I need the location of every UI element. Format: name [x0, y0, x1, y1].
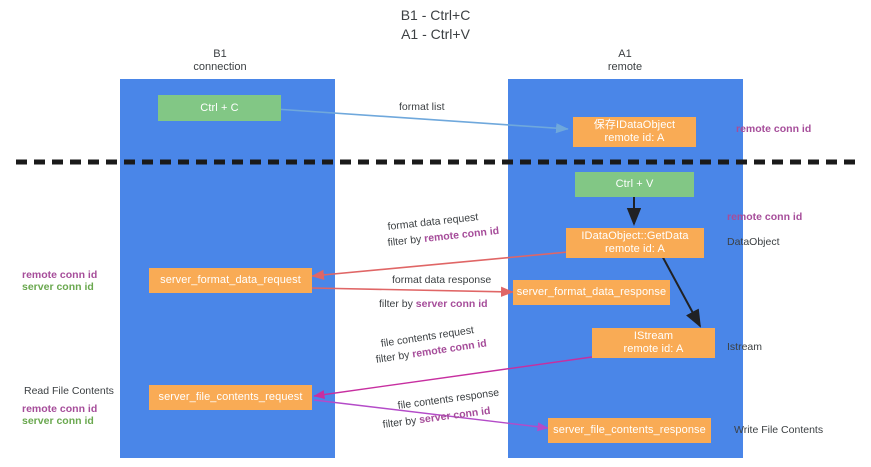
column-header-b1-sub: connection	[193, 61, 247, 73]
node-idataobject-getdata-line-1: IDataObject::GetData	[581, 230, 689, 242]
filter-prefix: filter by	[387, 233, 425, 249]
filter-key-server-conn-id: server conn id	[415, 298, 488, 310]
annotation-remote-conn-id-mid: remote conn id	[727, 211, 803, 223]
node-idataobject-getdata-line-2: remote id: A	[605, 243, 665, 255]
filter-prefix: filter by	[379, 298, 416, 310]
edge-label-format-data-response: format data response	[392, 274, 492, 286]
node-server-format-data-response-label: server_format_data_response	[516, 286, 667, 298]
node-istream-line-2: remote id: A	[623, 343, 684, 355]
node-server-file-contents-response-label: server_file_contents_response	[553, 424, 706, 436]
node-ctrl-v[interactable]: Ctrl + V	[575, 172, 694, 197]
node-server-file-contents-response[interactable]: server_file_contents_response	[548, 418, 711, 443]
edge-label-format-data-response-filter: filter by server conn id	[379, 298, 488, 311]
annotation-istream: Istream	[727, 341, 763, 353]
annotation-dataobject: DataObject	[727, 236, 780, 248]
annotation-remote-conn-id-top: remote conn id	[736, 123, 812, 135]
node-idataobject-getdata[interactable]: IDataObject::GetData remote id: A	[566, 228, 704, 258]
annotation-left-server-conn-id-bottom: server conn id	[22, 415, 94, 427]
node-server-file-contents-request-label: server_file_contents_request	[158, 391, 303, 403]
node-save-idataobject[interactable]: 保存IDataObject remote id: A	[573, 117, 696, 147]
annotation-read-file-contents: Read File Contents	[24, 385, 114, 397]
column-header-a1-name: A1	[618, 48, 632, 60]
node-ctrl-c[interactable]: Ctrl + C	[158, 95, 281, 121]
filter-prefix: filter by	[382, 414, 421, 431]
column-header-a1-sub: remote	[607, 61, 643, 73]
node-istream[interactable]: IStream remote id: A	[592, 328, 715, 358]
diagram-title-line-1: B1 - Ctrl+C	[400, 7, 471, 23]
edge-format-data-response	[311, 286, 514, 297]
annotation-left-server-conn-id-mid: server conn id	[22, 281, 94, 293]
filter-prefix: filter by	[375, 348, 414, 366]
edge-label-format-list: format list	[399, 101, 445, 113]
annotation-left-remote-conn-id-bottom: remote conn id	[22, 403, 98, 415]
diagram-title-line-2: A1 - Ctrl+V	[401, 26, 470, 42]
node-istream-line-1: IStream	[633, 330, 674, 342]
annotation-write-file-contents: Write File Contents	[734, 424, 824, 436]
annotation-left-remote-conn-id-mid: remote conn id	[22, 269, 98, 281]
node-ctrl-v-label: Ctrl + V	[615, 178, 654, 190]
node-save-idataobject-line-1: 保存IDataObject	[593, 119, 676, 131]
node-server-file-contents-request[interactable]: server_file_contents_request	[149, 385, 312, 410]
column-header-b1-name: B1	[213, 48, 227, 60]
node-server-format-data-request-label: server_format_data_request	[160, 274, 301, 286]
node-server-format-data-response[interactable]: server_format_data_response	[513, 280, 670, 305]
node-server-format-data-request[interactable]: server_format_data_request	[149, 268, 312, 293]
node-save-idataobject-line-2: remote id: A	[604, 132, 665, 144]
node-ctrl-c-label: Ctrl + C	[200, 101, 239, 114]
